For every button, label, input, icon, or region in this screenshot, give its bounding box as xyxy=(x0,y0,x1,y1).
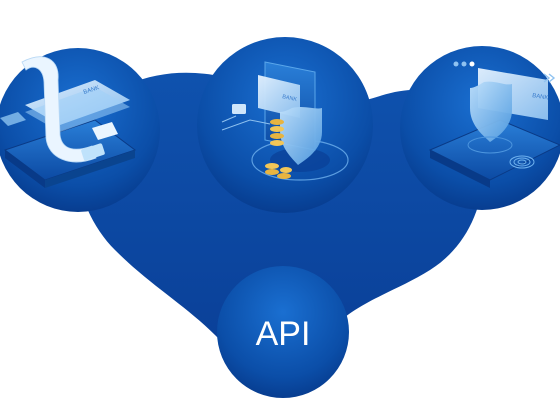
right-circle: BANK xyxy=(400,46,560,210)
left-card-text: BANK xyxy=(83,85,100,96)
api-label: API xyxy=(256,315,311,353)
receipt-icon xyxy=(21,56,97,163)
shield-icon xyxy=(280,107,322,165)
dot-indicator xyxy=(453,61,459,67)
left-circle: BANK xyxy=(0,48,160,212)
chip-icon xyxy=(81,143,105,161)
center-circle: BANK xyxy=(197,37,373,213)
chevron-right-icon xyxy=(543,73,556,83)
connector-blob xyxy=(76,72,484,358)
center-card-text: BANK xyxy=(282,94,298,103)
api-circle: API xyxy=(217,266,349,398)
center-bank-card: BANK xyxy=(258,75,300,118)
right-shield-icon xyxy=(470,81,512,142)
coins-icon xyxy=(265,119,292,179)
fingerprint-icon xyxy=(509,155,535,169)
small-chip-icon xyxy=(232,104,246,114)
right-card-text: BANK xyxy=(532,93,549,101)
